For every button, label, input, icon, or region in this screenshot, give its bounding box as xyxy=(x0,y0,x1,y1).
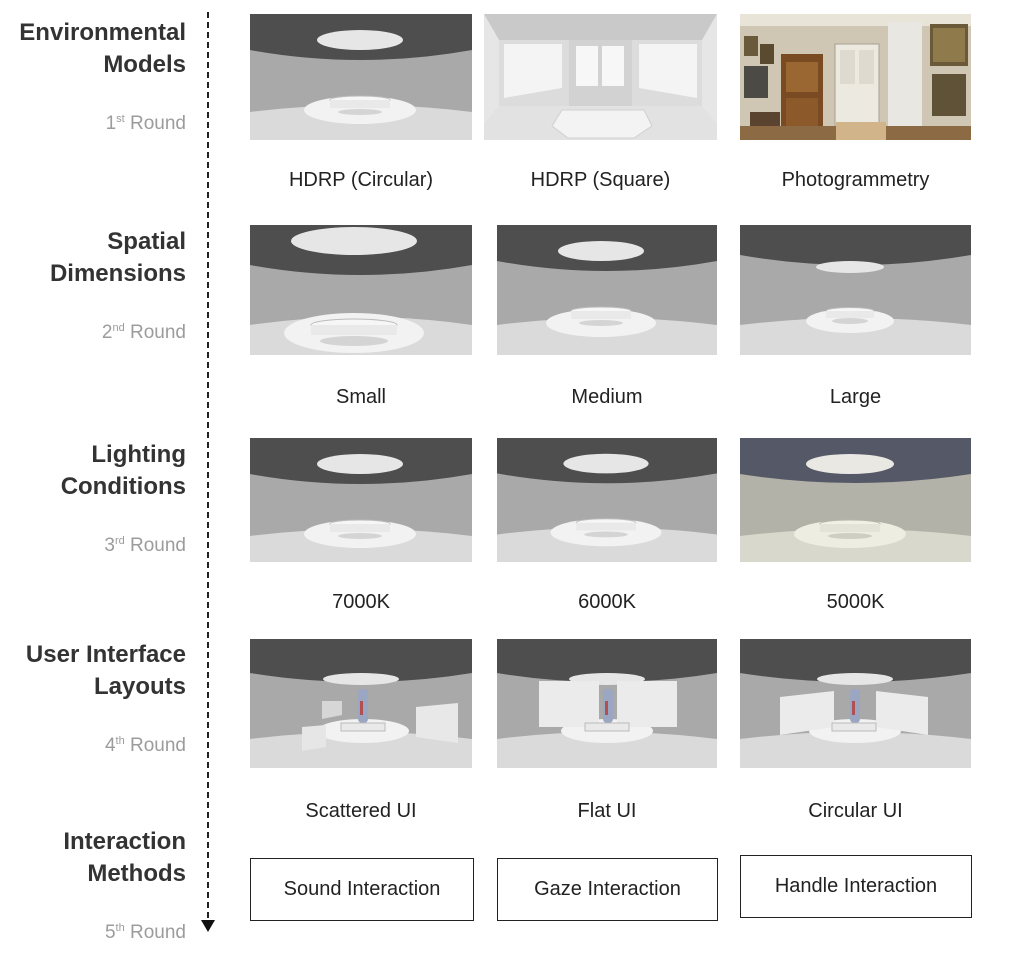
thumb-large xyxy=(740,225,971,355)
row-title-environmental-models: Environmental Models xyxy=(19,17,186,81)
caption-hdrp-circular: HDRP (Circular) xyxy=(288,169,434,191)
thumb-flat-ui xyxy=(497,639,717,768)
round-label-5: 5th Round xyxy=(104,922,186,943)
caption-flat-ui: Flat UI xyxy=(577,800,637,822)
caption-5000k: 5000K xyxy=(826,591,885,613)
row-title-line: Dimensions xyxy=(49,260,186,287)
thumb-hdrp-circular xyxy=(250,14,472,140)
thumb-circular-ui xyxy=(740,639,971,768)
caption-small: Small xyxy=(335,386,386,408)
caption-scattered-ui: Scattered UI xyxy=(305,800,417,822)
row-title-line: Models xyxy=(103,51,186,78)
caption-6000k: 6000K xyxy=(578,591,636,613)
thumb-hdrp-square xyxy=(484,14,717,140)
row-title-line: Environmental xyxy=(19,19,186,46)
thumb-6000k xyxy=(497,438,717,562)
thumb-7000k xyxy=(250,438,472,562)
row-title-ui-layouts: User Interface Layouts xyxy=(26,639,186,703)
row-title-line: Interaction xyxy=(63,828,186,855)
row-title-line: Methods xyxy=(87,860,186,887)
caption-hdrp-square: HDRP (Square) xyxy=(530,169,671,191)
caption-7000k: 7000K xyxy=(332,591,390,613)
caption-large: Large xyxy=(829,386,882,408)
thumb-medium xyxy=(497,225,717,355)
thumb-photogrammetry xyxy=(740,14,971,140)
thumb-scattered-ui xyxy=(250,639,472,768)
round-timeline-line xyxy=(207,12,209,918)
round-label-2: 2nd Round xyxy=(101,322,186,343)
round-label-4: 4th Round xyxy=(104,735,186,756)
method-gaze-interaction: Gaze Interaction xyxy=(497,858,718,921)
thumb-small xyxy=(250,225,472,355)
row-title-line: Spatial xyxy=(107,228,186,255)
row-title-line: User Interface xyxy=(25,641,186,668)
row-title-lighting-conditions: Lighting Conditions xyxy=(61,439,186,503)
method-sound-interaction: Sound Interaction xyxy=(250,858,474,921)
row-title-line: Conditions xyxy=(60,473,186,500)
caption-medium: Medium xyxy=(571,386,643,408)
row-title-line: Layouts xyxy=(93,673,186,700)
caption-circular-ui: Circular UI xyxy=(808,800,903,822)
round-label-1: 1st Round xyxy=(105,113,186,134)
round-label-3: 3rd Round xyxy=(104,535,186,556)
row-title-line: Lighting xyxy=(91,441,186,468)
method-handle-interaction: Handle Interaction xyxy=(740,855,972,918)
row-title-spatial-dimensions: Spatial Dimensions xyxy=(50,226,186,290)
row-title-interaction-methods: Interaction Methods xyxy=(63,826,186,890)
caption-photogrammetry: Photogrammetry xyxy=(781,169,930,191)
thumb-5000k xyxy=(740,438,971,562)
timeline-arrow-icon xyxy=(201,920,215,932)
